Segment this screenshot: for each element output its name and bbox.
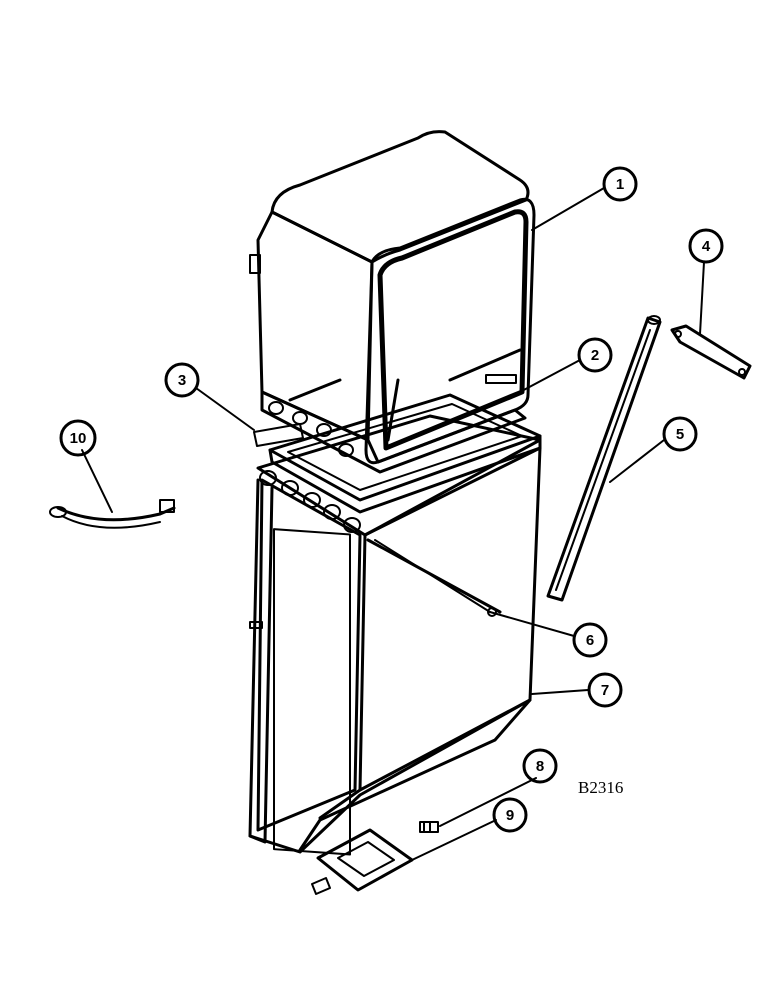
callout-3: 3	[164, 362, 200, 398]
callout-5: 5	[662, 416, 698, 452]
drain-cable-part	[374, 539, 497, 617]
callout-4: 4	[688, 228, 724, 264]
bracket-part	[670, 324, 752, 380]
svg-text:4: 4	[702, 238, 711, 255]
radiator-core-part	[248, 414, 542, 856]
callout-2: 2	[577, 337, 613, 373]
callout-1: 1	[602, 166, 638, 202]
drain-plug-part	[419, 821, 439, 833]
svg-text:3: 3	[178, 372, 186, 389]
seal-strip-part	[253, 423, 304, 447]
figure-id-label: B2316	[578, 778, 623, 797]
callout-10: 10	[59, 419, 97, 457]
callout-9: 9	[492, 797, 528, 833]
screen-guard-part	[249, 130, 536, 474]
top-tank-tubes	[259, 470, 361, 533]
svg-text:1: 1	[616, 176, 624, 193]
callout-7: 7	[587, 672, 623, 708]
leader-lines	[81, 187, 705, 861]
callout-8: 8	[522, 748, 558, 784]
support-rod-part	[546, 315, 662, 602]
svg-text:2: 2	[591, 347, 599, 364]
svg-text:10: 10	[70, 430, 87, 447]
svg-text:9: 9	[506, 807, 514, 824]
svg-text:7: 7	[601, 682, 609, 699]
svg-text:5: 5	[676, 426, 684, 443]
callout-6: 6	[572, 622, 608, 658]
svg-text:8: 8	[536, 758, 544, 775]
drain-plate-part	[311, 828, 414, 895]
svg-text:6: 6	[586, 632, 594, 649]
stay-rod-part	[49, 499, 176, 529]
